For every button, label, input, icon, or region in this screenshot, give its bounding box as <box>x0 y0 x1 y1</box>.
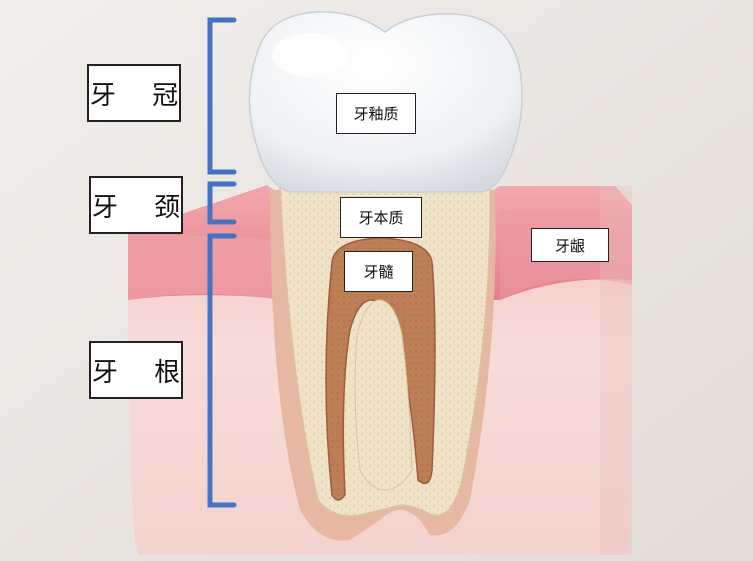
root-label: 牙 根 <box>89 341 183 399</box>
root-bracket <box>207 233 237 508</box>
crown-label: 牙 冠 <box>87 64 181 122</box>
enamel-highlight <box>272 33 348 77</box>
neck-bracket <box>207 181 237 225</box>
gum-label: 牙龈 <box>531 228 609 262</box>
enamel-label: 牙釉质 <box>336 93 416 134</box>
region-brackets <box>207 17 237 508</box>
neck-label: 牙 颈 <box>89 176 183 234</box>
crown-bracket <box>207 17 237 175</box>
dentin-core <box>354 299 413 491</box>
pulp-label: 牙髓 <box>344 251 413 292</box>
dentin-label: 牙本质 <box>340 197 422 238</box>
